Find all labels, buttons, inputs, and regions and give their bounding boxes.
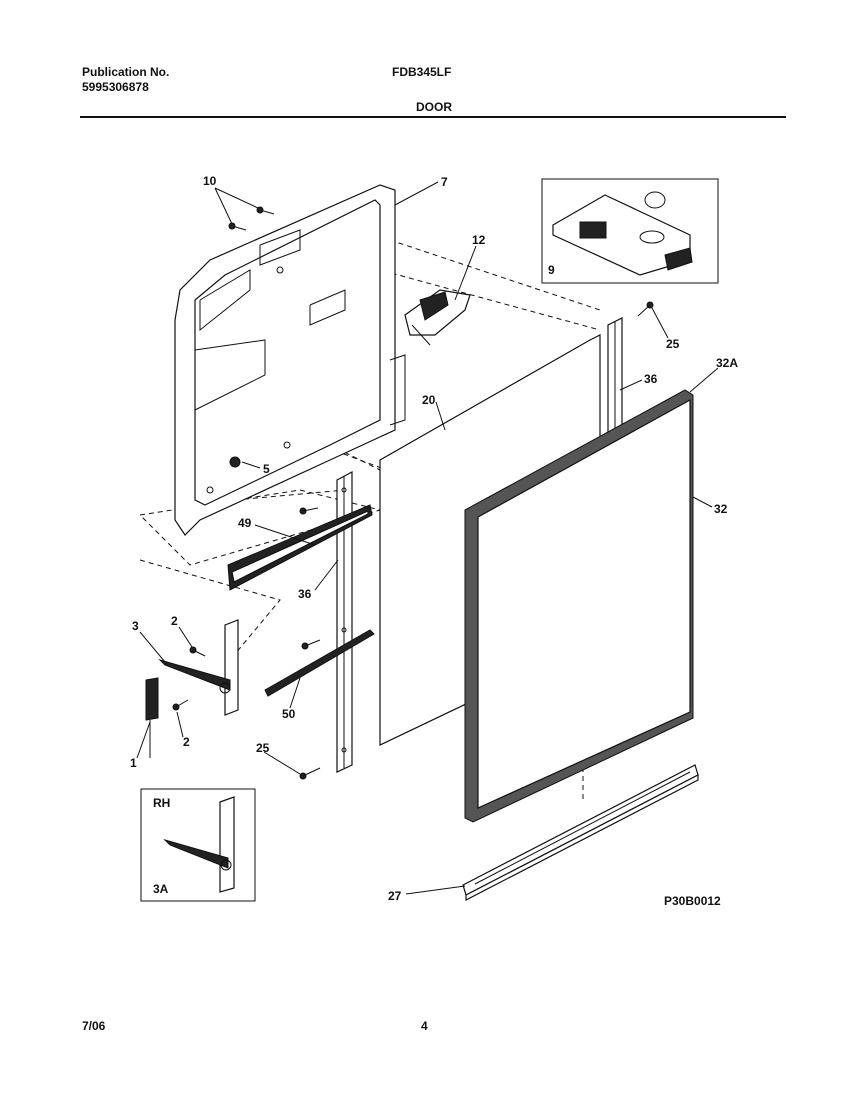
door-strip-face bbox=[231, 510, 369, 583]
callout-7: 7 bbox=[441, 175, 448, 189]
publication-label: Publication No. bbox=[82, 65, 170, 79]
publication-number: 5995306878 bbox=[82, 80, 149, 94]
inset-label-rh: RH bbox=[153, 796, 170, 810]
callout-36-left: 36 bbox=[298, 587, 312, 601]
callout-10: 10 bbox=[203, 174, 217, 188]
callout-2-lower: 2 bbox=[183, 735, 190, 749]
inset-label-3a: 3A bbox=[153, 882, 169, 896]
callout-25-top: 25 bbox=[666, 337, 680, 351]
hinge-arm bbox=[158, 619, 239, 716]
door-latch bbox=[404, 289, 471, 346]
grommet bbox=[229, 456, 241, 468]
callout-2-upper: 2 bbox=[171, 614, 178, 628]
callout-5: 5 bbox=[263, 462, 270, 476]
inner-door-frame bbox=[174, 184, 406, 536]
inset-dispenser bbox=[541, 178, 719, 284]
callout-32a: 32A bbox=[716, 356, 738, 370]
callout-49: 49 bbox=[238, 516, 252, 530]
section-title: DOOR bbox=[416, 100, 452, 114]
callout-32: 32 bbox=[714, 502, 728, 516]
bottom-trim bbox=[462, 764, 699, 901]
callout-27: 27 bbox=[388, 889, 402, 903]
spring-rod bbox=[264, 629, 375, 697]
callout-36-right: 36 bbox=[644, 372, 658, 386]
header-divider bbox=[80, 116, 786, 118]
callout-labels: 10 7 12 9 25 32A 36 20 5 32 49 36 3 2 2 … bbox=[130, 174, 738, 908]
callout-9: 9 bbox=[548, 263, 555, 277]
callout-25-bottom: 25 bbox=[256, 741, 270, 755]
callout-12: 12 bbox=[472, 233, 486, 247]
footer-date: 7/06 bbox=[82, 1019, 106, 1033]
inset-rh-hinge bbox=[140, 788, 256, 902]
hinge-spring bbox=[145, 677, 159, 758]
callout-1: 1 bbox=[130, 756, 137, 770]
callout-20: 20 bbox=[422, 393, 436, 407]
leader-lines bbox=[136, 181, 719, 895]
drawing-code: P30B0012 bbox=[664, 894, 721, 908]
callout-50: 50 bbox=[282, 707, 296, 721]
page-number: 4 bbox=[421, 1019, 428, 1033]
model-number: FDB345LF bbox=[392, 65, 452, 79]
callout-3: 3 bbox=[132, 619, 139, 633]
screws bbox=[172, 206, 654, 780]
side-trim-right bbox=[607, 317, 623, 447]
door-panel-with-gasket bbox=[464, 389, 694, 823]
